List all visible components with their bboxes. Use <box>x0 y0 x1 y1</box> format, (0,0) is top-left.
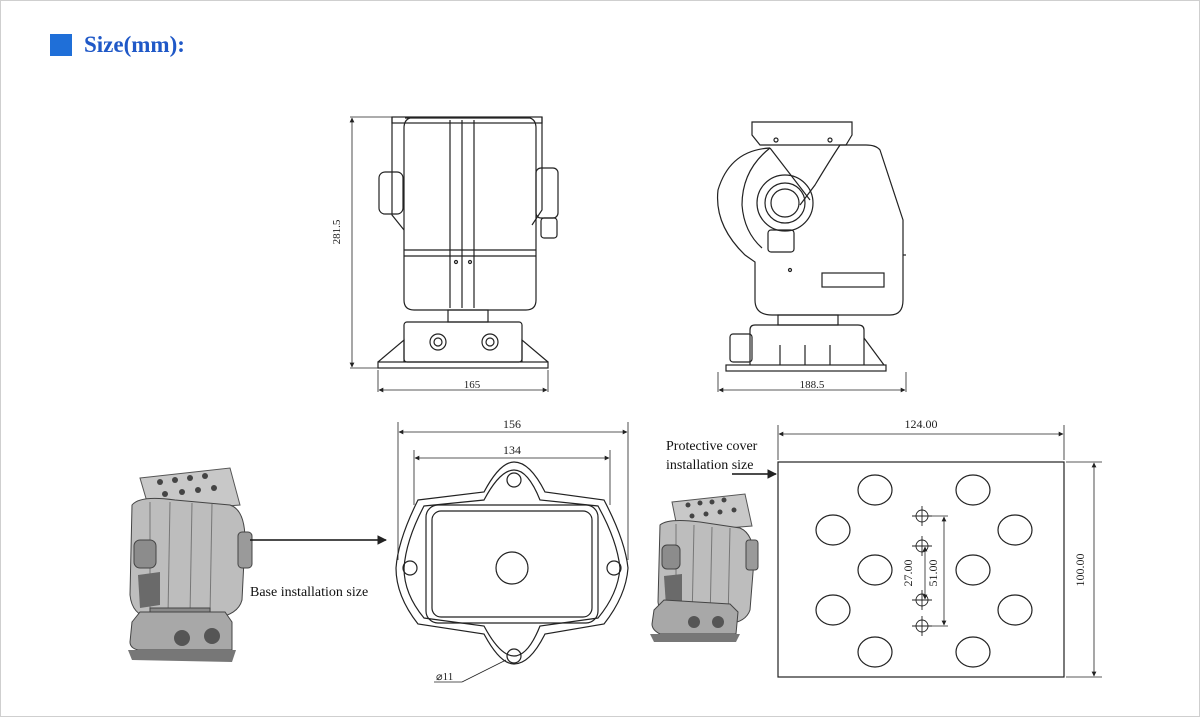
cover-width-label: 124.00 <box>905 417 938 431</box>
cover-spacing-label-1: 27.00 <box>901 560 915 587</box>
section-header: Size(mm): <box>50 30 185 60</box>
base-plate-drawing <box>395 422 629 683</box>
side-width-label: 188.5 <box>800 379 825 391</box>
front-height-label: 281.5 <box>331 219 343 244</box>
pan-tilt-photo-right <box>650 493 759 642</box>
blue-square-icon <box>50 34 72 56</box>
cover-plate-drawing <box>777 425 1102 678</box>
cover-height-label: 100.00 <box>1073 554 1087 587</box>
side-view <box>716 121 907 393</box>
cover-spacing-label-2: 51.00 <box>926 560 940 587</box>
base-outer-width-label: 156 <box>503 417 521 431</box>
pan-tilt-photo-left <box>128 467 253 662</box>
section-title: Size(mm): <box>84 32 185 57</box>
base-inner-width-label: 134 <box>503 443 521 457</box>
front-width-label: 165 <box>464 379 481 391</box>
base-installation-label: Base installation size <box>250 585 368 600</box>
front-view <box>349 116 559 393</box>
cover-installation-label-line1: Protective cover <box>666 439 758 454</box>
base-hole-label: ⌀11 <box>436 671 453 683</box>
cover-installation-label-line2: installation size <box>666 458 753 473</box>
